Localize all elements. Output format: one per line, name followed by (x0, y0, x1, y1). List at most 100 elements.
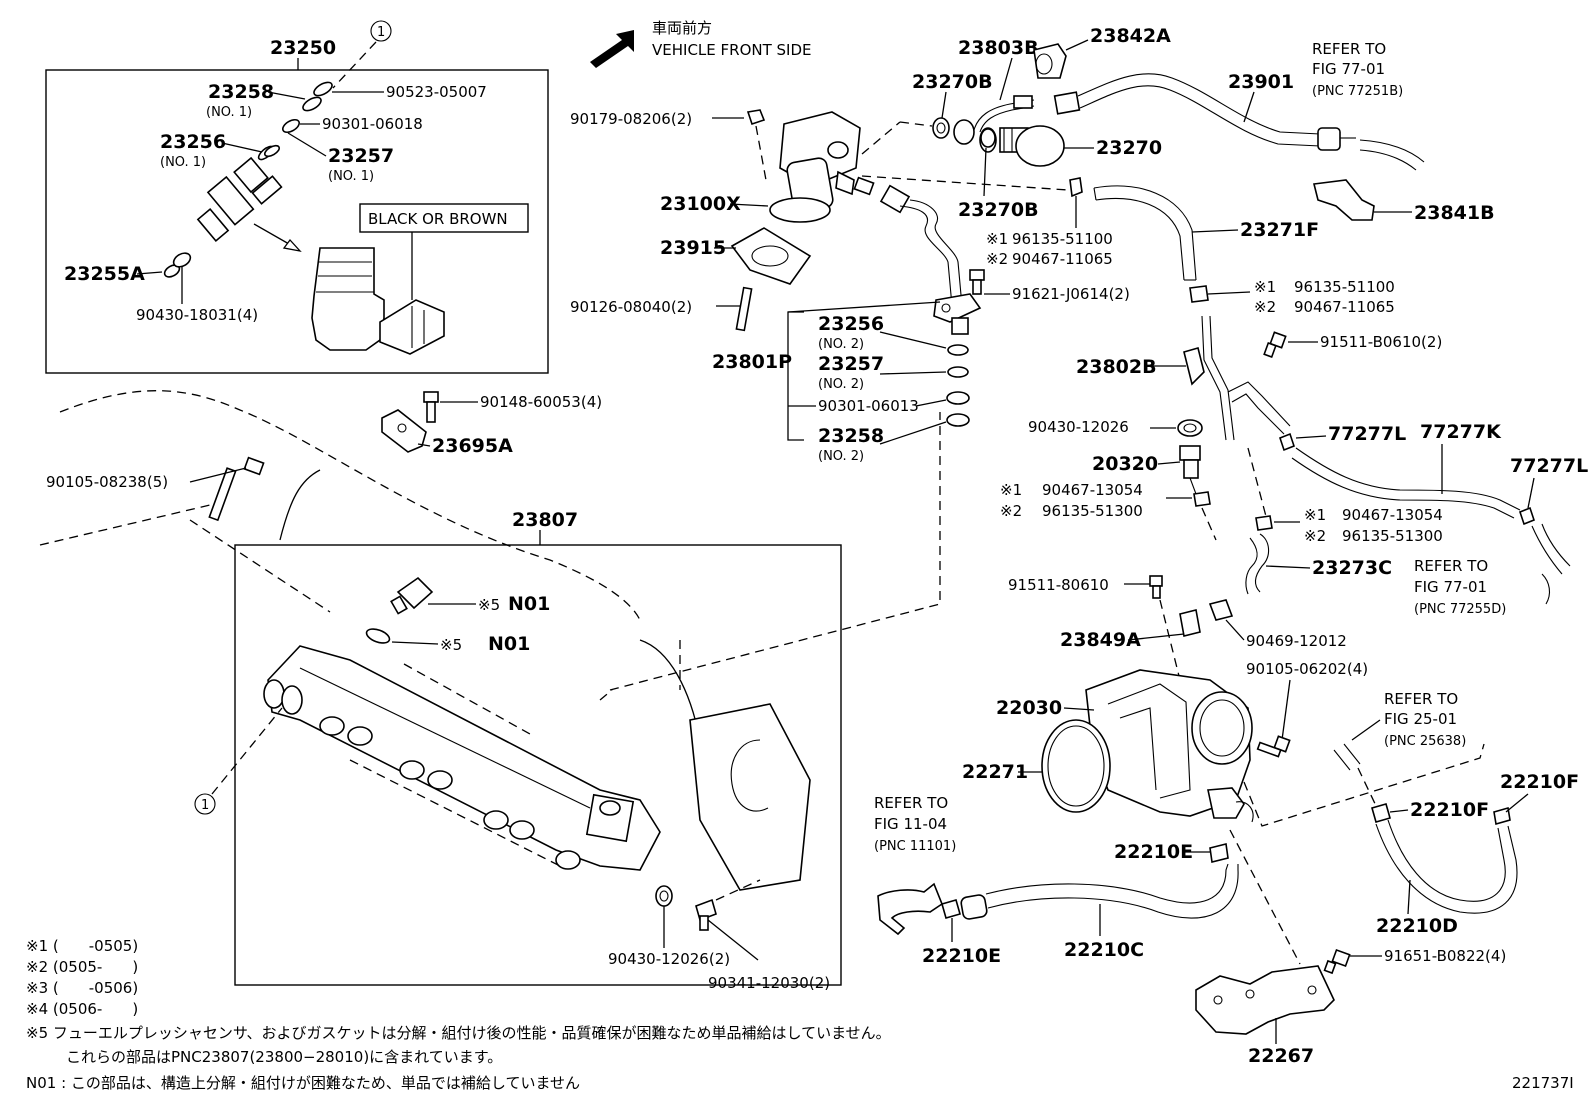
figure-id: 221737I (1512, 1074, 1574, 1092)
throttle-body-22030-drawing (1085, 669, 1254, 823)
gasket-22271-drawing (1041, 719, 1111, 813)
black-or-brown-label: BLACK OR BROWN (368, 210, 508, 228)
n01-a-label: N01 (508, 593, 550, 615)
part-23256-no2-label: 23256 (818, 313, 884, 335)
mark-1-a: ※1 (986, 230, 1008, 248)
part-90523-label: 90523-05007 (386, 83, 487, 101)
refer-c-line3: (PNC 25638) (1384, 734, 1466, 749)
part-91621-label: 91621-J0614(2) (1012, 285, 1130, 303)
part-23842A-label: 23842A (1090, 25, 1171, 47)
direction-label-jp: 車両前方 (652, 19, 712, 37)
part-96135-51300-a-label: 96135-51300 (1042, 502, 1143, 520)
part-90430-18031-label: 90430-18031(4) (136, 306, 258, 324)
part-90105-08238-label: 90105-08238(5) (46, 473, 168, 491)
injector-assembly-label: 23250 (270, 37, 336, 59)
footnote-4: ※4 (0506- ) (26, 1000, 138, 1018)
part-23841B-label: 23841B (1414, 202, 1495, 224)
part-23257-no1-label: 23257 (328, 145, 394, 167)
part-90105-06202-label: 90105-06202(4) (1246, 660, 1368, 678)
black-or-brown-callout-box (359, 203, 529, 233)
part-77277L-b-label: 77277L (1510, 455, 1588, 477)
part-23257-no1-sub: (NO. 1) (328, 169, 374, 184)
part-23803B-label: 23803B (958, 37, 1039, 59)
part-90467-11065-b-label: 90467-11065 (1294, 298, 1395, 316)
refer-a-line1: REFER TO (1312, 40, 1386, 58)
part-22210F-a-label: 22210F (1410, 799, 1489, 821)
part-23257-no2-sub: (NO. 2) (818, 377, 864, 392)
fuel-pipe-23801P-drawing (879, 184, 982, 335)
hose-22210D-drawing (1375, 819, 1518, 914)
clamp-23841B-drawing (1313, 179, 1375, 221)
footnote-5b: これらの部品はPNC23807(23800−28010)に含まれています。 (66, 1048, 502, 1066)
mark-2-a: ※2 (986, 250, 1008, 268)
part-22210C-label: 22210C (1064, 939, 1144, 961)
vehicle-front-arrow-icon (590, 30, 634, 68)
hose-22210C-drawing (960, 863, 1239, 920)
footnote-5: ※5 フューエルプレッシャセンサ、およびガスケットは分解・組付け後の性能・品質確… (26, 1024, 891, 1042)
part-23256-no1-label: 23256 (160, 131, 226, 153)
part-23802B-label: 23802B (1076, 356, 1157, 378)
mark-2-c: ※2 (1000, 502, 1022, 520)
part-23256-no1-sub: (NO. 1) (160, 155, 206, 170)
circle-ref-marker-top (370, 20, 392, 42)
part-91511-B0610-label: 91511-B0610(2) (1320, 333, 1442, 351)
valve-20320-drawing (1179, 445, 1201, 495)
bracket-22267-drawing (1195, 965, 1335, 1035)
refer-a-line2: FIG 77-01 (1312, 60, 1385, 78)
gasket-23915-drawing (730, 227, 812, 285)
part-23257-no2-label: 23257 (818, 353, 884, 375)
refer-c-line1: REFER TO (1384, 690, 1458, 708)
refer-c-line2: FIG 25-01 (1384, 710, 1457, 728)
part-23270B-bottom-label: 23270B (958, 199, 1039, 221)
circle-ref-number-bottom: 1 (201, 798, 209, 813)
mark-2-b: ※2 (1254, 298, 1276, 316)
rail-part-90430-12026-label: 90430-12026(2) (608, 950, 730, 968)
pipe-end-drawing (877, 882, 943, 936)
part-22271-label: 22271 (962, 761, 1028, 783)
stud-90126-drawing (735, 286, 753, 332)
circle-ref-number-top: 1 (377, 25, 385, 40)
part-90430-12026-label: 90430-12026 (1028, 418, 1129, 436)
part-23100X-label: 23100X (660, 193, 741, 215)
circle-ref-marker-bottom (194, 793, 216, 815)
refer-b-line1: REFER TO (1414, 557, 1488, 575)
footnote-3: ※3 ( -0506) (26, 979, 138, 997)
part-23256-no2-sub: (NO. 2) (818, 337, 864, 352)
fuel-injector-drawing (196, 145, 283, 242)
part-23258-no2-sub: (NO. 2) (818, 449, 864, 464)
mark-1-c: ※1 (1000, 481, 1022, 499)
part-77277L-a-label: 77277L (1328, 423, 1406, 445)
n01-b-label: N01 (488, 633, 530, 655)
fuel-rail-drawing (263, 645, 661, 871)
part-90469-label: 90469-12012 (1246, 632, 1347, 650)
part-22210E-b-label: 22210E (922, 945, 1001, 967)
footnote-1: ※1 ( -0505) (26, 937, 138, 955)
footnote-n01: N01 : この部品は、構造上分解・組付けが困難なため、単品では補給していません (26, 1074, 580, 1092)
refer-d-line3: (PNC 11101) (874, 839, 956, 854)
fuel-pump-23100X-drawing (769, 111, 861, 223)
part-22210F-b-label: 22210F (1500, 771, 1579, 793)
n01-b-mark: ※5 (440, 636, 462, 654)
refer-b-line2: FIG 77-01 (1414, 578, 1487, 596)
bracket-23695A-drawing (381, 409, 427, 453)
part-90126-label: 90126-08040(2) (570, 298, 692, 316)
hose-23901-drawing (1053, 73, 1356, 151)
injector-assembly-box (45, 69, 549, 374)
refer-a-line3: (PNC 77251B) (1312, 84, 1403, 99)
mark-2-d: ※2 (1304, 527, 1326, 545)
part-23258-no1-sub: (NO. 1) (206, 105, 252, 120)
footnote-2: ※2 (0505- ) (26, 958, 138, 976)
mark-1-b: ※1 (1254, 278, 1276, 296)
clamp-23842A-drawing (1033, 43, 1067, 79)
part-96135-51300-b-label: 96135-51300 (1342, 527, 1443, 545)
part-22210D-label: 22210D (1376, 915, 1458, 937)
part-23801P-label: 23801P (712, 351, 792, 373)
part-22210E-a-label: 22210E (1114, 841, 1193, 863)
part-90301-06013-label: 90301-06013 (818, 397, 919, 415)
part-23258-no1-label: 23258 (208, 81, 274, 103)
part-23915-label: 23915 (660, 237, 726, 259)
seal-stack-no2 (946, 344, 970, 427)
fuel-rail-assembly-label: 23807 (512, 509, 578, 531)
part-90467-13054-a-label: 90467-13054 (1042, 481, 1143, 499)
